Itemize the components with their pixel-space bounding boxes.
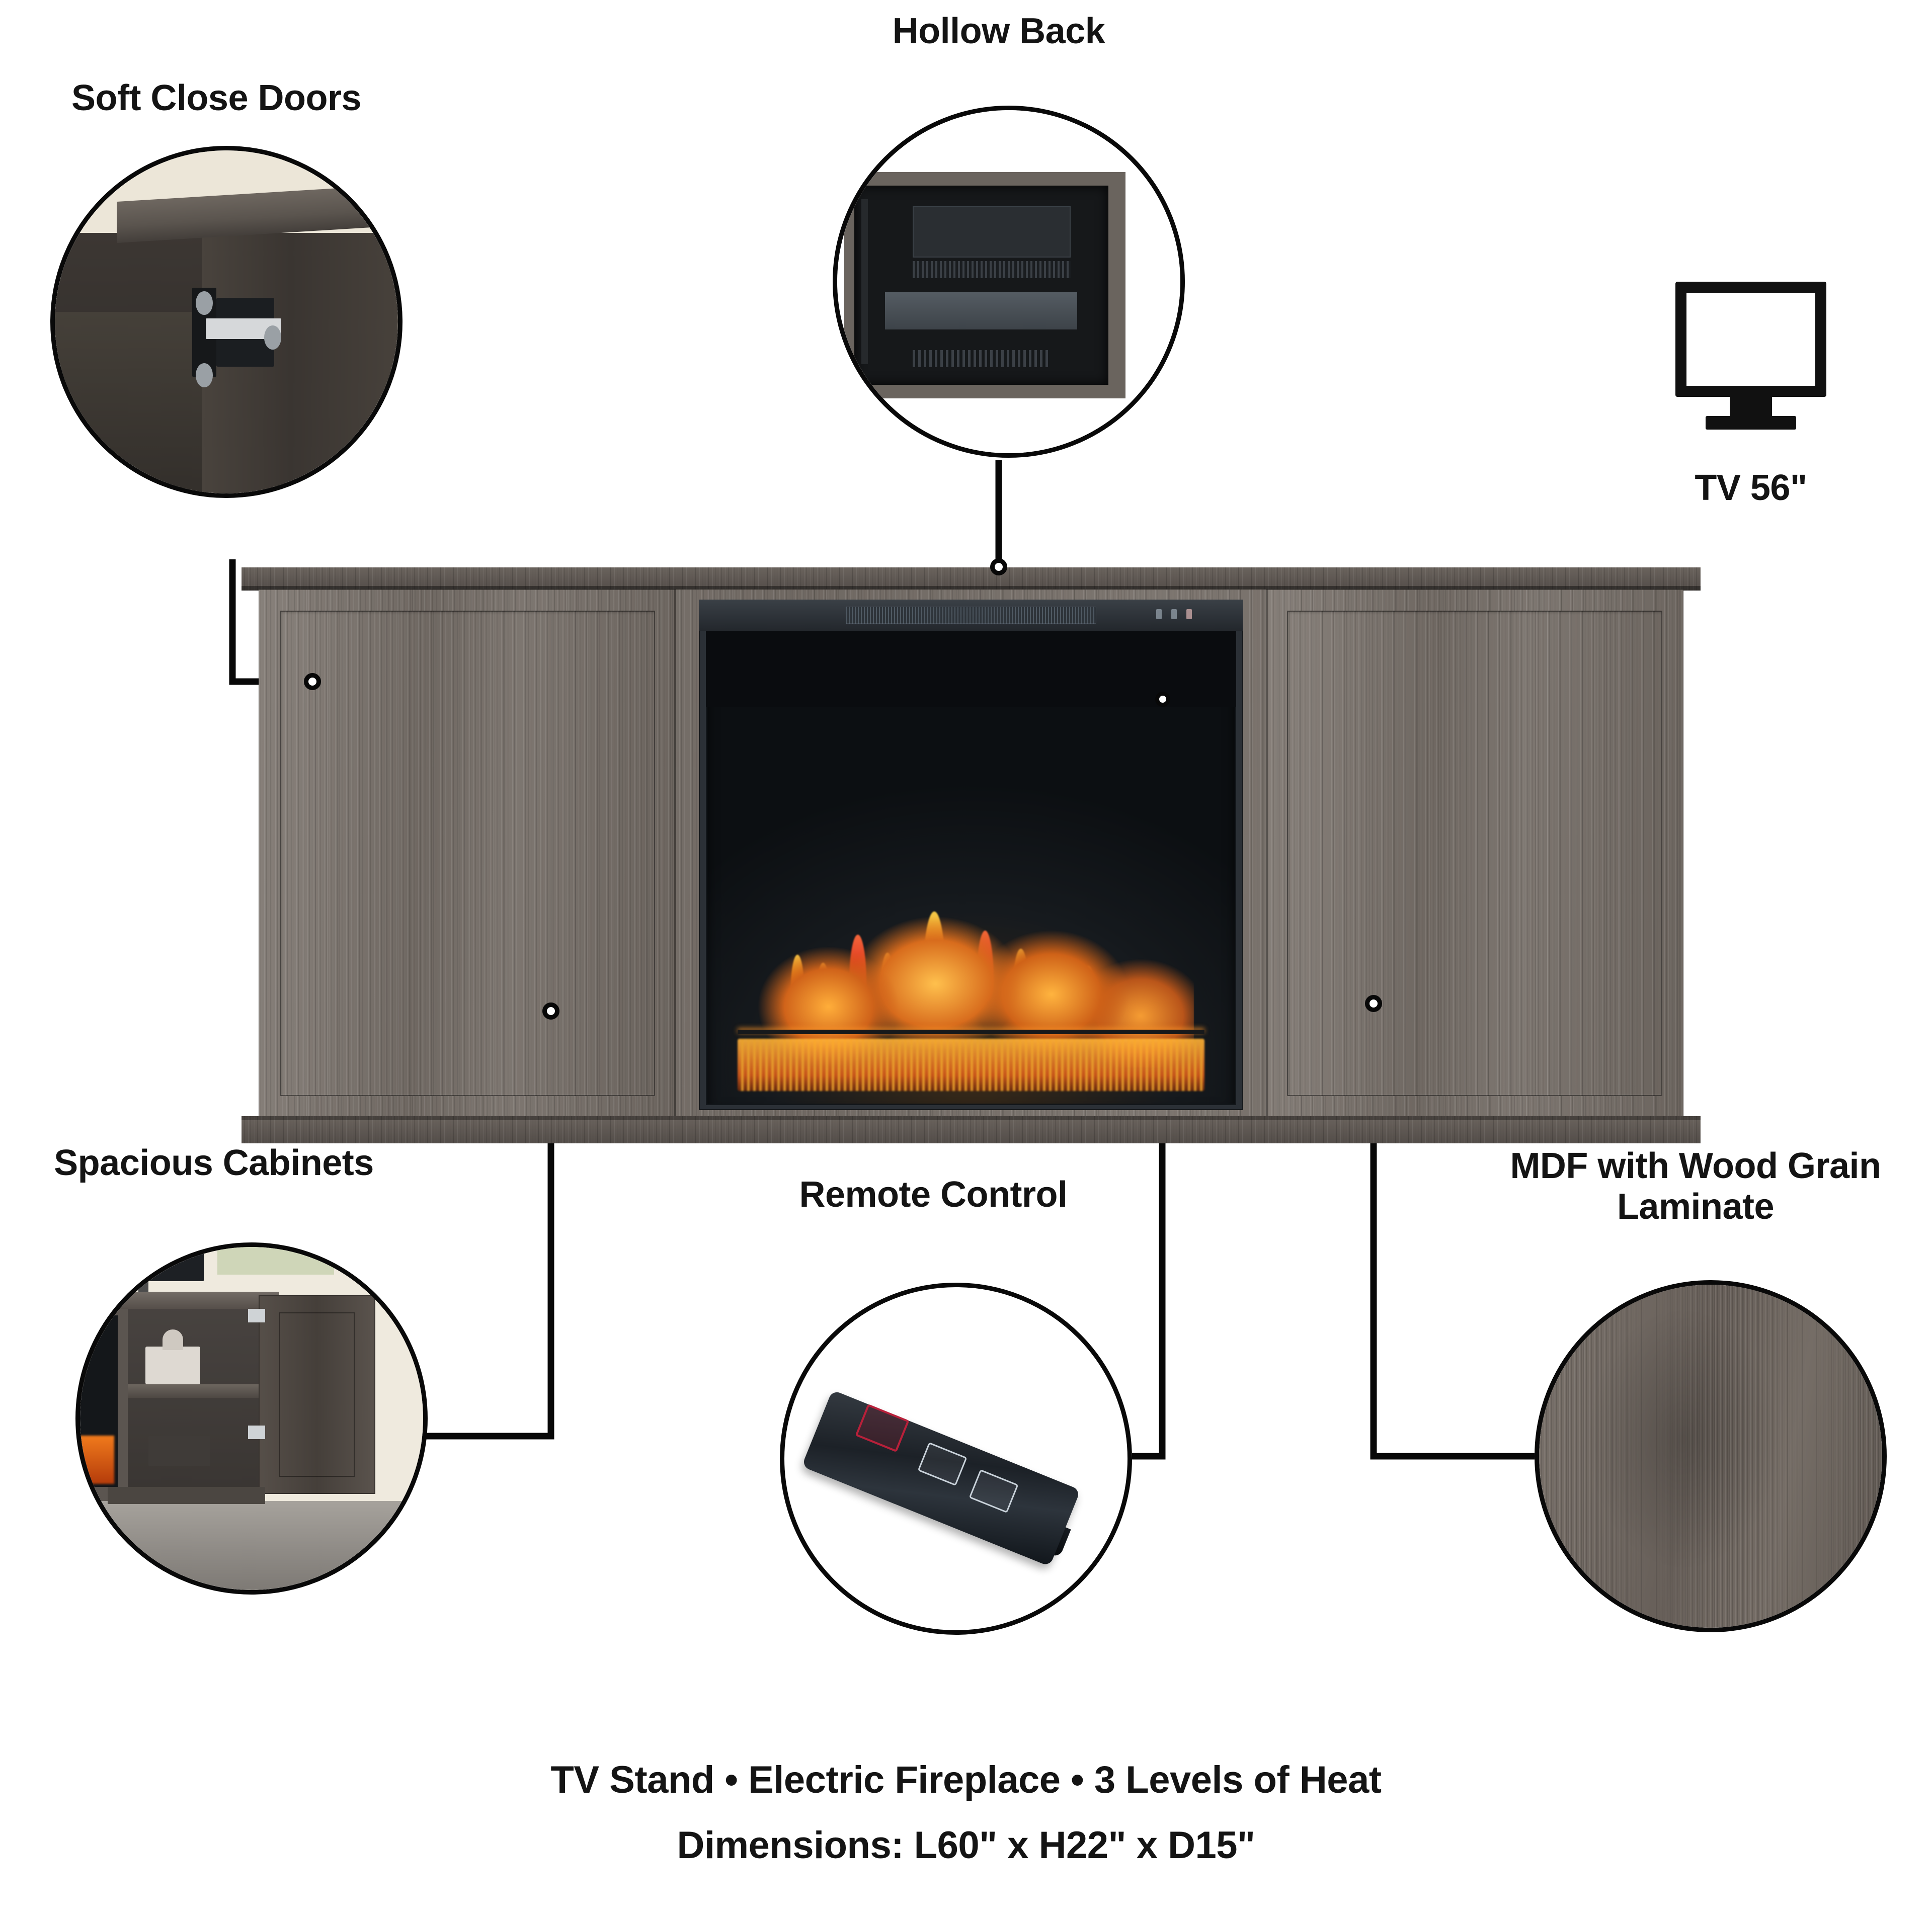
stand-top-cap xyxy=(242,567,1701,591)
callout-bubble-remote-control xyxy=(780,1283,1132,1635)
callout-bubble-spacious-cabinets xyxy=(75,1242,428,1595)
cabinet-door-left-gap xyxy=(674,590,676,1117)
hollow-back-vent-slats xyxy=(913,261,1071,279)
hollow-back-support-bar xyxy=(885,292,1078,330)
wood-grain-swatch xyxy=(1539,1285,1882,1628)
callout-bubble-hollow-back xyxy=(833,106,1185,458)
hinge-screw-bottom xyxy=(195,363,213,387)
hollow-back-power-cord xyxy=(861,199,868,364)
fireplace-vent-grille xyxy=(846,606,1096,624)
cabinet-door-hinge-bottom xyxy=(248,1425,266,1439)
room-tv xyxy=(87,1247,204,1282)
spacious-cabinets-photo xyxy=(80,1247,423,1590)
callout-marker-soft-close-doors xyxy=(304,673,321,690)
hollow-back-heater-unit xyxy=(913,206,1071,258)
tv-screen-shape xyxy=(1675,282,1826,397)
fireplace-button-1[interactable] xyxy=(1156,609,1162,619)
tv-neck-shape xyxy=(1730,397,1772,416)
cabinet-lower-item xyxy=(148,1436,211,1467)
callout-marker-mdf-laminate xyxy=(1365,995,1382,1012)
wood-grain-texture xyxy=(1539,1285,1882,1628)
cabinet-door-right-gap xyxy=(1266,590,1268,1117)
stand-body xyxy=(259,590,1683,1117)
stand-top-cap-shadow xyxy=(242,586,1701,591)
cabinet-open-door xyxy=(258,1295,375,1494)
hinge-screw-top xyxy=(195,291,213,315)
callout-label-mdf-laminate: MDF with Wood Grain Laminate xyxy=(1510,1146,1881,1227)
callout-marker-remote-control xyxy=(1155,692,1170,707)
callout-label-spacious-cabinets: Spacious Cabinets xyxy=(54,1143,374,1183)
cabinet-fireplace-glow xyxy=(80,1436,115,1484)
hinge-screw-right xyxy=(264,325,282,350)
fireplace-firebox xyxy=(706,631,1236,1105)
fireplace-ember-bed xyxy=(738,1039,1204,1091)
fireplace-indicator-light xyxy=(1186,609,1192,619)
cabinet-door-left-panel xyxy=(280,611,655,1096)
callout-label-soft-close-doors: Soft Close Doors xyxy=(71,78,362,118)
electric-fireplace-insert[interactable] xyxy=(699,600,1243,1110)
remote-photo xyxy=(784,1287,1128,1630)
cabinet-door-right-panel xyxy=(1287,611,1662,1096)
hinge-photo xyxy=(55,150,398,493)
tv-base-shape xyxy=(1706,415,1796,430)
callout-bubble-soft-close-doors xyxy=(50,146,403,498)
stand-base-plinth xyxy=(242,1116,1701,1143)
hollow-back-lower-vent xyxy=(913,350,1050,368)
cabinet-door-right[interactable] xyxy=(1266,590,1683,1117)
callout-label-remote-control: Remote Control xyxy=(799,1175,1068,1215)
fireplace-control-panel[interactable] xyxy=(699,600,1243,631)
stand-base-shadow xyxy=(242,1116,1701,1120)
fireplace-log-grate xyxy=(738,1029,1204,1034)
cabinet-door-left[interactable] xyxy=(259,590,676,1117)
cabinet-shelf-item xyxy=(145,1346,200,1384)
callout-bubble-mdf-laminate xyxy=(1535,1280,1887,1632)
tv-size-label: TV 56" xyxy=(1695,468,1807,508)
cabinet-shelf xyxy=(128,1384,259,1398)
cabinet-top-surface xyxy=(114,1291,279,1309)
cabinet-door-hinge-top xyxy=(248,1308,266,1323)
hinge-photo-carcass-lower xyxy=(55,311,206,493)
cabinet-interior xyxy=(128,1302,259,1501)
firebox-hood xyxy=(706,631,1236,707)
wall-art xyxy=(217,1247,334,1275)
room-floor xyxy=(80,1500,423,1590)
tv-stand-product-image xyxy=(242,567,1701,1143)
hollow-back-photo xyxy=(837,110,1180,453)
footer-features-line: TV Stand • Electric Fireplace • 3 Levels… xyxy=(550,1759,1382,1801)
fireplace-button-2[interactable] xyxy=(1171,609,1177,619)
cabinet-door-panel xyxy=(279,1312,355,1477)
callout-marker-hollow-back xyxy=(990,558,1007,575)
cabinet-shelf-item-small xyxy=(162,1329,183,1350)
cabinet-base-plinth xyxy=(107,1487,266,1505)
callout-marker-spacious-cabinets xyxy=(542,1003,559,1020)
footer-dimensions-line: Dimensions: L60" x H22" x D15" xyxy=(677,1824,1255,1867)
television-icon xyxy=(1675,282,1826,438)
callout-label-hollow-back: Hollow Back xyxy=(892,11,1105,51)
